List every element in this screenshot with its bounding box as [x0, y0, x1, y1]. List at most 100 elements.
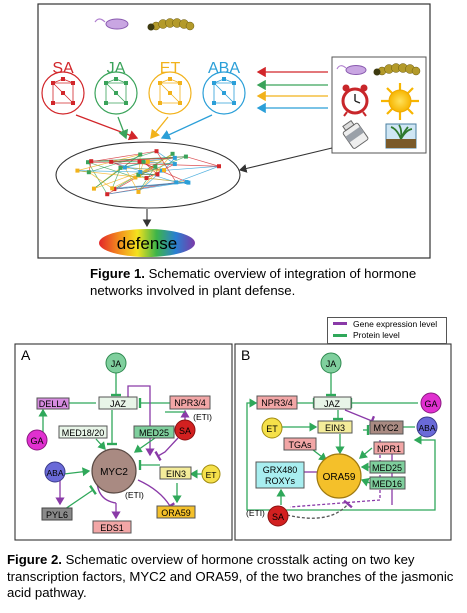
- legend-swatch-green: [333, 333, 347, 337]
- integrated-node: [184, 180, 189, 185]
- integrated-node: [112, 187, 117, 192]
- pa-med1820-node: [58, 425, 108, 439]
- integrated-node: [110, 186, 115, 191]
- integrated-edge: [176, 165, 220, 183]
- pb-ga-label: GA: [424, 399, 437, 409]
- integrated-node: [136, 189, 141, 194]
- integrated-edge: [120, 167, 165, 171]
- pa-et-label: ET: [206, 470, 217, 480]
- pb-sa-label: SA: [272, 512, 284, 522]
- water-bottle-icon: [342, 119, 369, 149]
- pa-aba-node: [44, 461, 66, 483]
- integrated-node: [109, 159, 114, 164]
- integrated-node: [122, 165, 127, 170]
- defense-ellipse: [99, 229, 195, 257]
- legend-item-gene-expression: Gene expression level: [328, 318, 446, 330]
- pa-npr34-label: NPR3/4: [174, 398, 206, 408]
- pb-npr1-node: [373, 441, 405, 455]
- integrated-edge: [112, 181, 187, 189]
- pb-myc2-label: MYC2: [373, 423, 398, 433]
- figure1-caption-text: Schematic overview of integration of hor…: [90, 266, 417, 298]
- network-node: [158, 81, 162, 85]
- et-to-network-arrow: [150, 116, 169, 140]
- pb-grx2-label: ROXYs: [265, 476, 296, 486]
- pb-ora59-node: [316, 453, 362, 499]
- network-node: [104, 81, 108, 85]
- pa-eti-label: (ETI): [193, 412, 212, 422]
- figure2-caption-text: Schematic overview of hormone crosstalk …: [7, 552, 454, 600]
- network-node: [51, 101, 55, 105]
- network-node: [222, 77, 226, 81]
- integrated-edge: [156, 151, 177, 183]
- integrated-edge: [111, 161, 177, 183]
- pb-jaz-node: [313, 396, 352, 410]
- pathogen-icon: [94, 18, 129, 30]
- network-node: [168, 91, 172, 95]
- pb-ga-node: [420, 392, 442, 414]
- integrated-node: [153, 164, 158, 169]
- legend-swatch-purple: [333, 322, 347, 326]
- network-node: [104, 101, 108, 105]
- integrated-node: [137, 159, 142, 164]
- pb-npr1-label: NPR1: [377, 444, 401, 454]
- integrated-node: [86, 160, 91, 165]
- pb-ja-label: JA: [326, 359, 337, 369]
- figure1-caption: Figure 1. Schematic overview of integrat…: [90, 266, 430, 299]
- pb-sa-node: [267, 505, 289, 527]
- integrated-edge: [87, 161, 136, 178]
- integrated-node: [145, 159, 150, 164]
- pb-med16-label: MED16: [372, 479, 402, 489]
- legend: Gene expression level Protein level: [327, 317, 447, 344]
- integrated-edge: [185, 156, 220, 167]
- pb-npr34-node: [256, 395, 298, 410]
- drought-plant-icon: [385, 123, 417, 149]
- pa-della-node: [36, 397, 70, 410]
- integrated-node: [162, 168, 167, 173]
- alarm-clock-icon: [341, 84, 369, 117]
- pb-eti-label: (ETI): [246, 508, 265, 518]
- integrated-node: [91, 186, 96, 191]
- network-node: [61, 91, 65, 95]
- integrated-edge: [111, 167, 121, 189]
- aba-to-network-arrow: [160, 114, 213, 140]
- pa-myc2-label: MYC2: [100, 467, 128, 478]
- integrated-node: [170, 151, 175, 156]
- network-node: [222, 91, 226, 95]
- pa-ein3-node: [159, 466, 192, 480]
- integrated-edge: [88, 171, 113, 189]
- integrated-node: [155, 172, 160, 177]
- pb-grx-node: [255, 461, 305, 489]
- figure2-caption: Figure 2. Schematic overview of hormone …: [7, 552, 463, 602]
- pb-med16-node: [369, 476, 406, 490]
- integrated-node: [89, 159, 94, 164]
- sun-icon: [381, 83, 419, 120]
- pa-ja-label: JA: [111, 359, 122, 369]
- pb-med25-label: MED25: [372, 463, 402, 473]
- pb-med25-node: [369, 460, 406, 474]
- integrated-edge: [139, 156, 187, 176]
- pa-aba-label: ABA: [46, 468, 63, 478]
- pa-pyl6-node: [41, 507, 73, 521]
- integrated-node: [174, 180, 179, 185]
- integrated-edge: [87, 150, 157, 163]
- pb-grx1-label: GRX480: [263, 465, 298, 475]
- caterpillar-icon: [147, 18, 195, 31]
- pa-pyl6-label: PYL6: [46, 510, 68, 520]
- hormone-label-aba: ABA: [208, 60, 240, 77]
- caterpillar-icon: [373, 63, 421, 76]
- panel-a-letter: A: [21, 347, 31, 363]
- network-node: [124, 101, 128, 105]
- integrated-node: [105, 192, 110, 197]
- defense-label: defense: [117, 234, 178, 253]
- pb-aba-node: [416, 416, 438, 438]
- network-node: [71, 81, 75, 85]
- pa-sa-label: SA: [179, 426, 191, 436]
- pathogen-icon: [336, 65, 367, 75]
- pa-sa-node: [174, 419, 196, 441]
- pa-jaz-node: [98, 396, 138, 410]
- pa-med25-label: MED25: [139, 428, 169, 438]
- network-node: [232, 81, 236, 85]
- pb-ein3-label: EIN3: [325, 423, 345, 433]
- pb-aba-label: ABA: [418, 423, 435, 433]
